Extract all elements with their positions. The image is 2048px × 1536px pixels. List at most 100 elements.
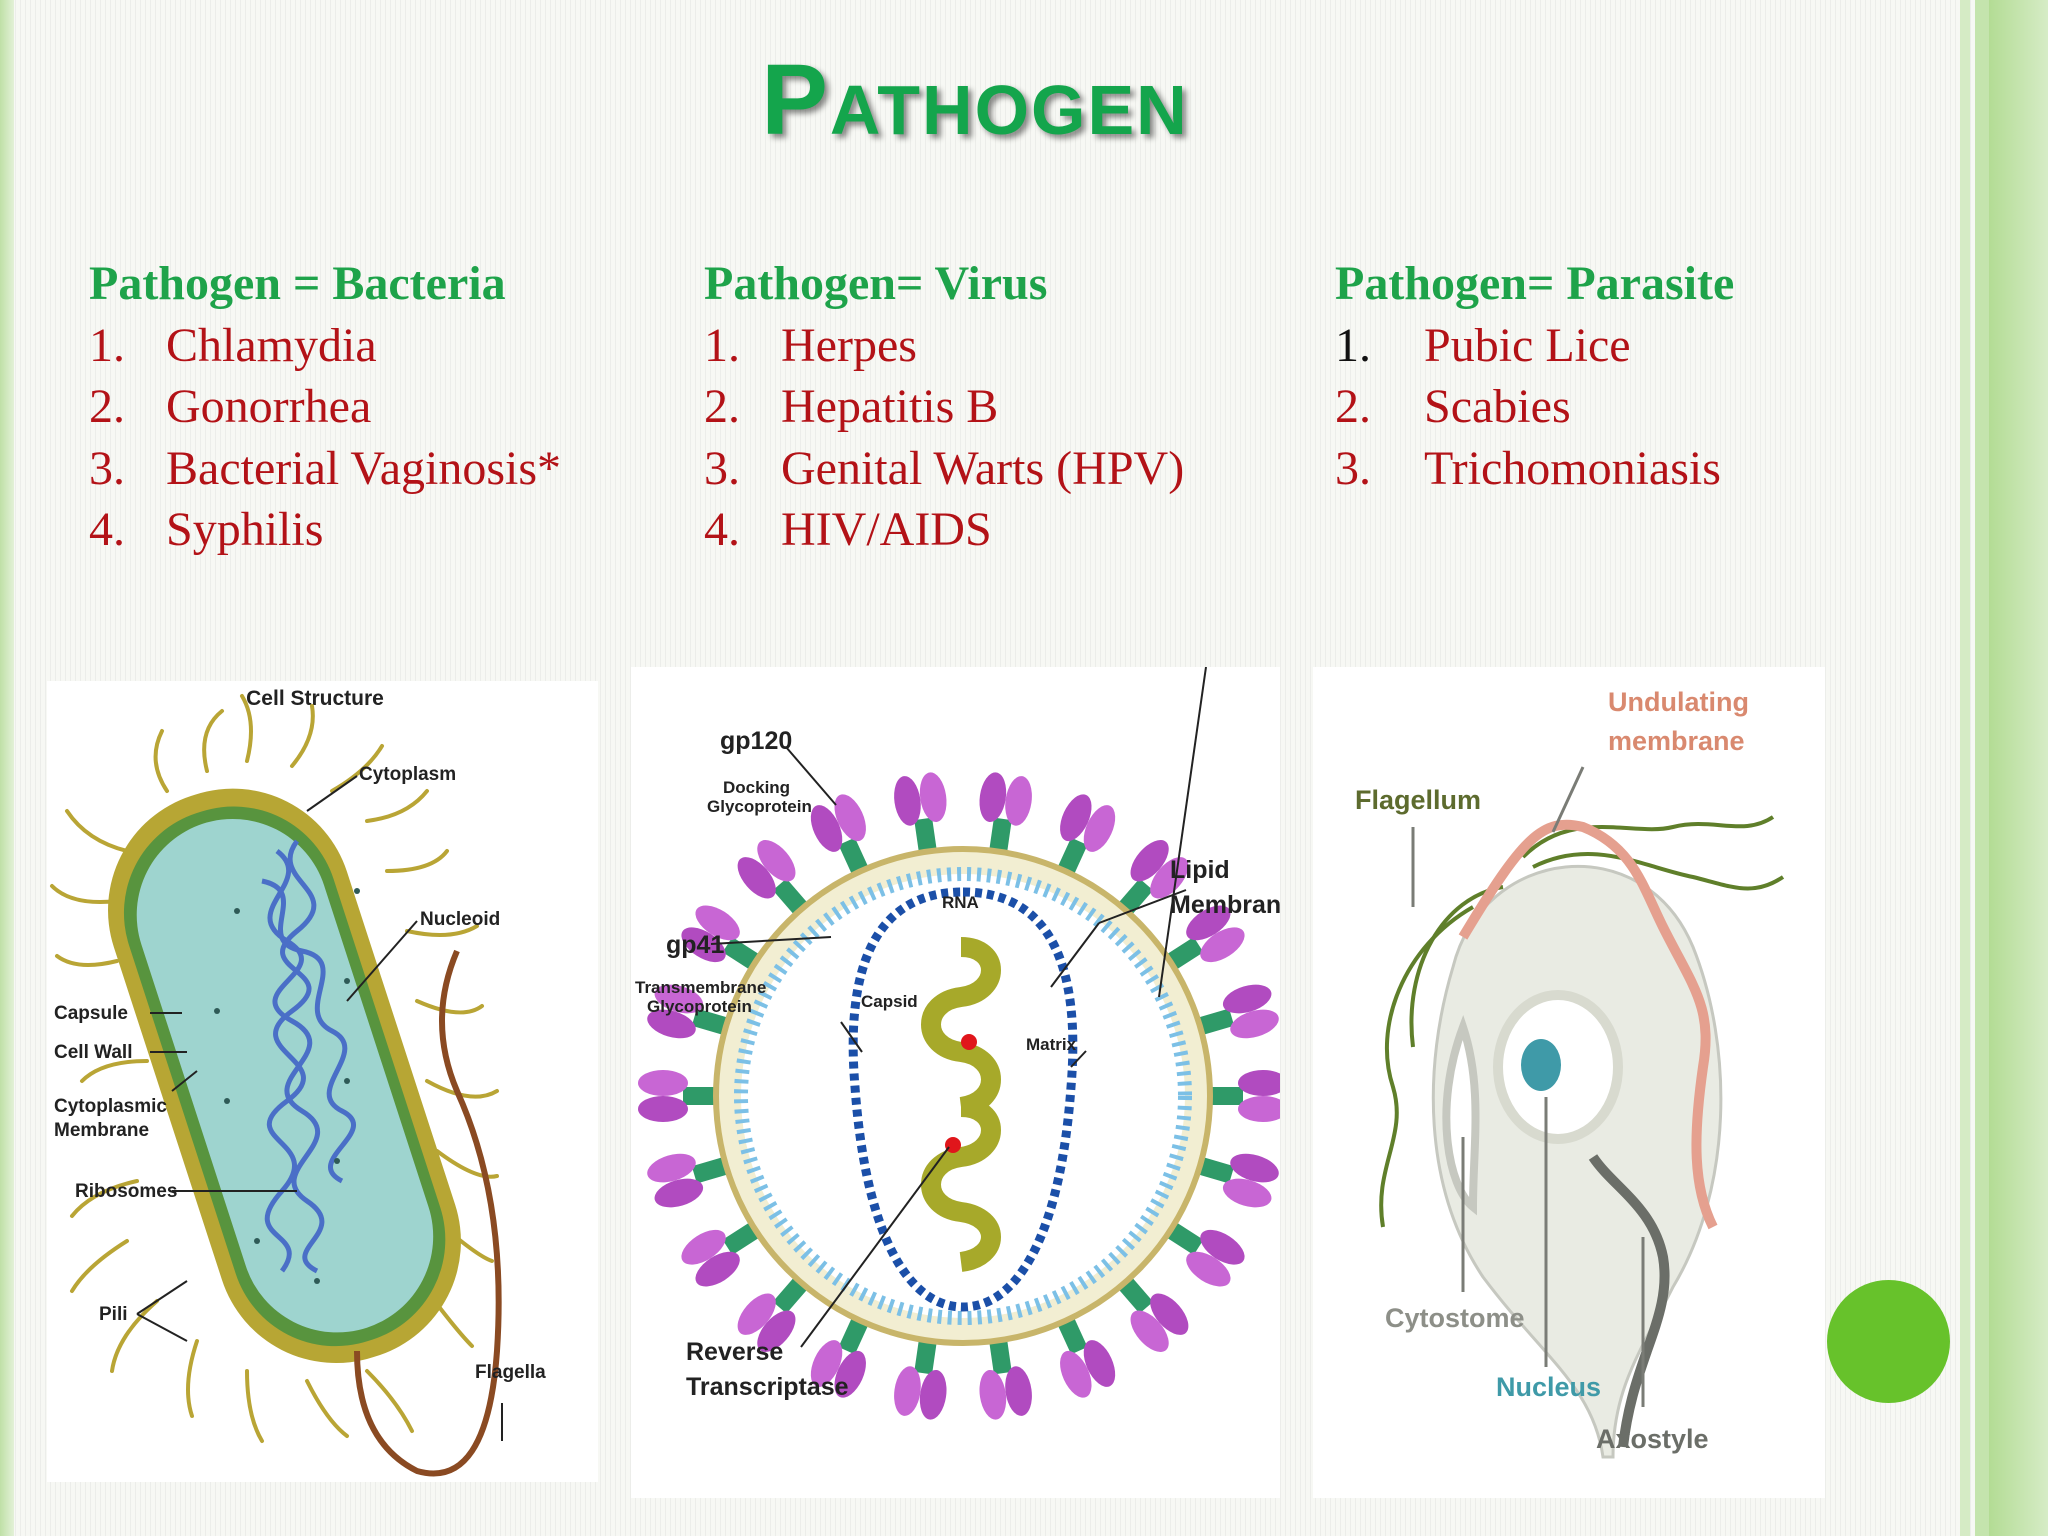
- cell-wall-label: Cell Wall: [54, 1042, 132, 1063]
- pili-hairs: [50, 694, 499, 1443]
- capsid-shape: [848, 887, 1078, 1312]
- cytoplasmic-membrane-label: Membrane: [54, 1120, 149, 1141]
- ribosomes-label: Ribosomes: [75, 1181, 177, 1202]
- cytostome-label: Cytostome: [1385, 1303, 1525, 1333]
- list-number: 3.: [89, 441, 125, 495]
- gp120-spike: [810, 1310, 872, 1398]
- list-text: HIV/AIDS: [781, 503, 992, 556]
- list-item: 3. Trichomoniasis: [1335, 438, 1734, 500]
- gp120-spike: [979, 1332, 1032, 1420]
- leader-lines: [710, 667, 1207, 1348]
- gp41-desc: Glycoprotein: [647, 997, 752, 1016]
- gp120-spike: [638, 1070, 723, 1122]
- column-heading: Pathogen= Parasite: [1335, 257, 1735, 310]
- axostyle-shape: [1588, 1154, 1670, 1448]
- right-border-stripe: [1975, 0, 1989, 1536]
- reverse-transcriptase-label: Transcriptase: [686, 1373, 849, 1401]
- rna-strand: [921, 937, 1001, 1117]
- gp120-spike: [1203, 1070, 1280, 1122]
- pathogen-list: 1.Herpes 2. Hepatitis B 3. Genital Warts (…: [704, 315, 1184, 561]
- gp120-spike: [1054, 1310, 1116, 1398]
- list-text: Gonorrhea: [166, 380, 372, 433]
- list-text: Hepatitis B: [781, 380, 999, 433]
- list-number: 2.: [704, 380, 740, 433]
- parasite-illustration: Flagellum Undulating membrane Cytostome …: [1355, 687, 1785, 1459]
- list-number: 1.: [1335, 318, 1371, 372]
- flagellum-label: Flagellum: [1355, 785, 1481, 815]
- undulating-membrane-label: membrane: [1608, 726, 1745, 756]
- pathogen-list: 1. Pubic Lice 2. Scabies 3. Trichomoniasis: [1335, 315, 1734, 500]
- cytoplasm-shape: [136, 818, 434, 1333]
- gp120-label: gp120: [720, 727, 792, 755]
- list-text: Trichomoniasis: [1424, 441, 1721, 495]
- list-text: Pubic Lice: [1424, 318, 1631, 372]
- rna-label: RNA: [942, 893, 979, 912]
- left-border: [0, 0, 14, 1536]
- gp120-spike: [647, 984, 736, 1039]
- reverse-transcriptase-dot: [945, 1137, 961, 1153]
- pathogen-list: 1.Chlamydia 2.Gonorrhea 3. Bacterial Vagi…: [89, 315, 561, 561]
- list-text: Syphilis: [166, 503, 324, 556]
- list-number: 4.: [89, 503, 125, 556]
- column-heading: Pathogen = Bacteria: [89, 257, 506, 310]
- list-number: 1.: [704, 318, 740, 372]
- list-item: 1.Chlamydia: [89, 315, 561, 377]
- gp41-label: gp41: [666, 931, 724, 959]
- nucleoid-tangle: [261, 839, 356, 1274]
- lipid-membrane-label: Membrane: [1170, 891, 1280, 919]
- list-text: Bacterial Vaginosis*: [166, 441, 562, 495]
- list-item: 4. HIV/AIDS: [704, 499, 1184, 561]
- list-item: 2.Gonorrhea: [89, 376, 561, 438]
- capsid-label: Capsid: [861, 992, 918, 1011]
- column-heading: Pathogen= Virus: [704, 257, 1048, 310]
- list-item: 3. Genital Warts (HPV): [704, 438, 1184, 500]
- flagellum-strands: [1379, 815, 1785, 1228]
- gp120-desc: Docking: [723, 778, 790, 797]
- cytoplasm-label: Cytoplasm: [359, 764, 456, 785]
- bacteria-diagram: Cell Structure: [47, 681, 598, 1482]
- matrix-label: Matrix: [1026, 1035, 1077, 1054]
- leader-lines: [136, 775, 503, 1441]
- list-text: Chlamydia: [166, 318, 377, 372]
- cytostome-shape: [1442, 1015, 1480, 1216]
- gp120-spike: [894, 1332, 947, 1420]
- gp41-desc: Transmembrane: [635, 978, 766, 997]
- undulating-membrane-label: Undulating: [1608, 687, 1749, 717]
- bacteria-illustration: Cell Structure: [50, 687, 546, 1477]
- parasite-column: Pathogen= Parasite 1. Pubic Lice 2. Scabie…: [1335, 253, 1734, 499]
- list-item: 2. Scabies: [1335, 376, 1734, 438]
- flagella-shape: [354, 949, 502, 1477]
- cytoplasmic-membrane-label: Cytoplasmic: [54, 1096, 167, 1117]
- pili-label: Pili: [99, 1304, 128, 1325]
- flagella-label: Flagella: [475, 1362, 546, 1383]
- gp120-spike: [894, 772, 947, 860]
- matrix-shape: [734, 867, 1192, 1325]
- rna-strand: [921, 1097, 1001, 1272]
- axostyle-label: Axostyle: [1596, 1424, 1709, 1454]
- cell-structure-title: Cell Structure: [246, 687, 384, 710]
- undulating-membrane-shape: [1458, 819, 1718, 1230]
- decorative-green-circle: [1827, 1280, 1950, 1403]
- virus-illustration: gp120 Docking Glycoprotein gp41 Transmem…: [635, 667, 1280, 1420]
- gp120-spike: [979, 772, 1032, 860]
- glycoprotein-spikes: [638, 772, 1280, 1420]
- list-item: 1.Herpes: [704, 315, 1184, 377]
- list-item: 1. Pubic Lice: [1335, 315, 1734, 377]
- list-number: 2.: [1335, 380, 1371, 433]
- list-text: Genital Warts (HPV): [781, 441, 1185, 495]
- list-number: 3.: [704, 441, 740, 495]
- list-item: 4. Syphilis: [89, 499, 561, 561]
- virus-column: Pathogen= Virus 1.Herpes 2. Hepatitis B 3…: [704, 253, 1184, 561]
- list-number: 3.: [1335, 441, 1371, 495]
- list-number: 4.: [704, 503, 740, 556]
- nucleoid-label: Nucleoid: [420, 909, 500, 930]
- bacteria-column: Pathogen = Bacteria 1.Chlamydia 2.Gonorr…: [89, 253, 561, 561]
- list-text: Scabies: [1424, 380, 1571, 433]
- gp120-desc: Glycoprotein: [707, 797, 812, 816]
- reverse-transcriptase-label: Reverse: [686, 1338, 783, 1366]
- nucleus-shape: [1521, 1039, 1561, 1091]
- virus-diagram: gp120 Docking Glycoprotein gp41 Transmem…: [631, 667, 1280, 1498]
- nucleus-label: Nucleus: [1496, 1372, 1601, 1402]
- slide-title: Pathogen: [761, 44, 1189, 156]
- lipid-membrane-label: Lipid: [1170, 856, 1230, 884]
